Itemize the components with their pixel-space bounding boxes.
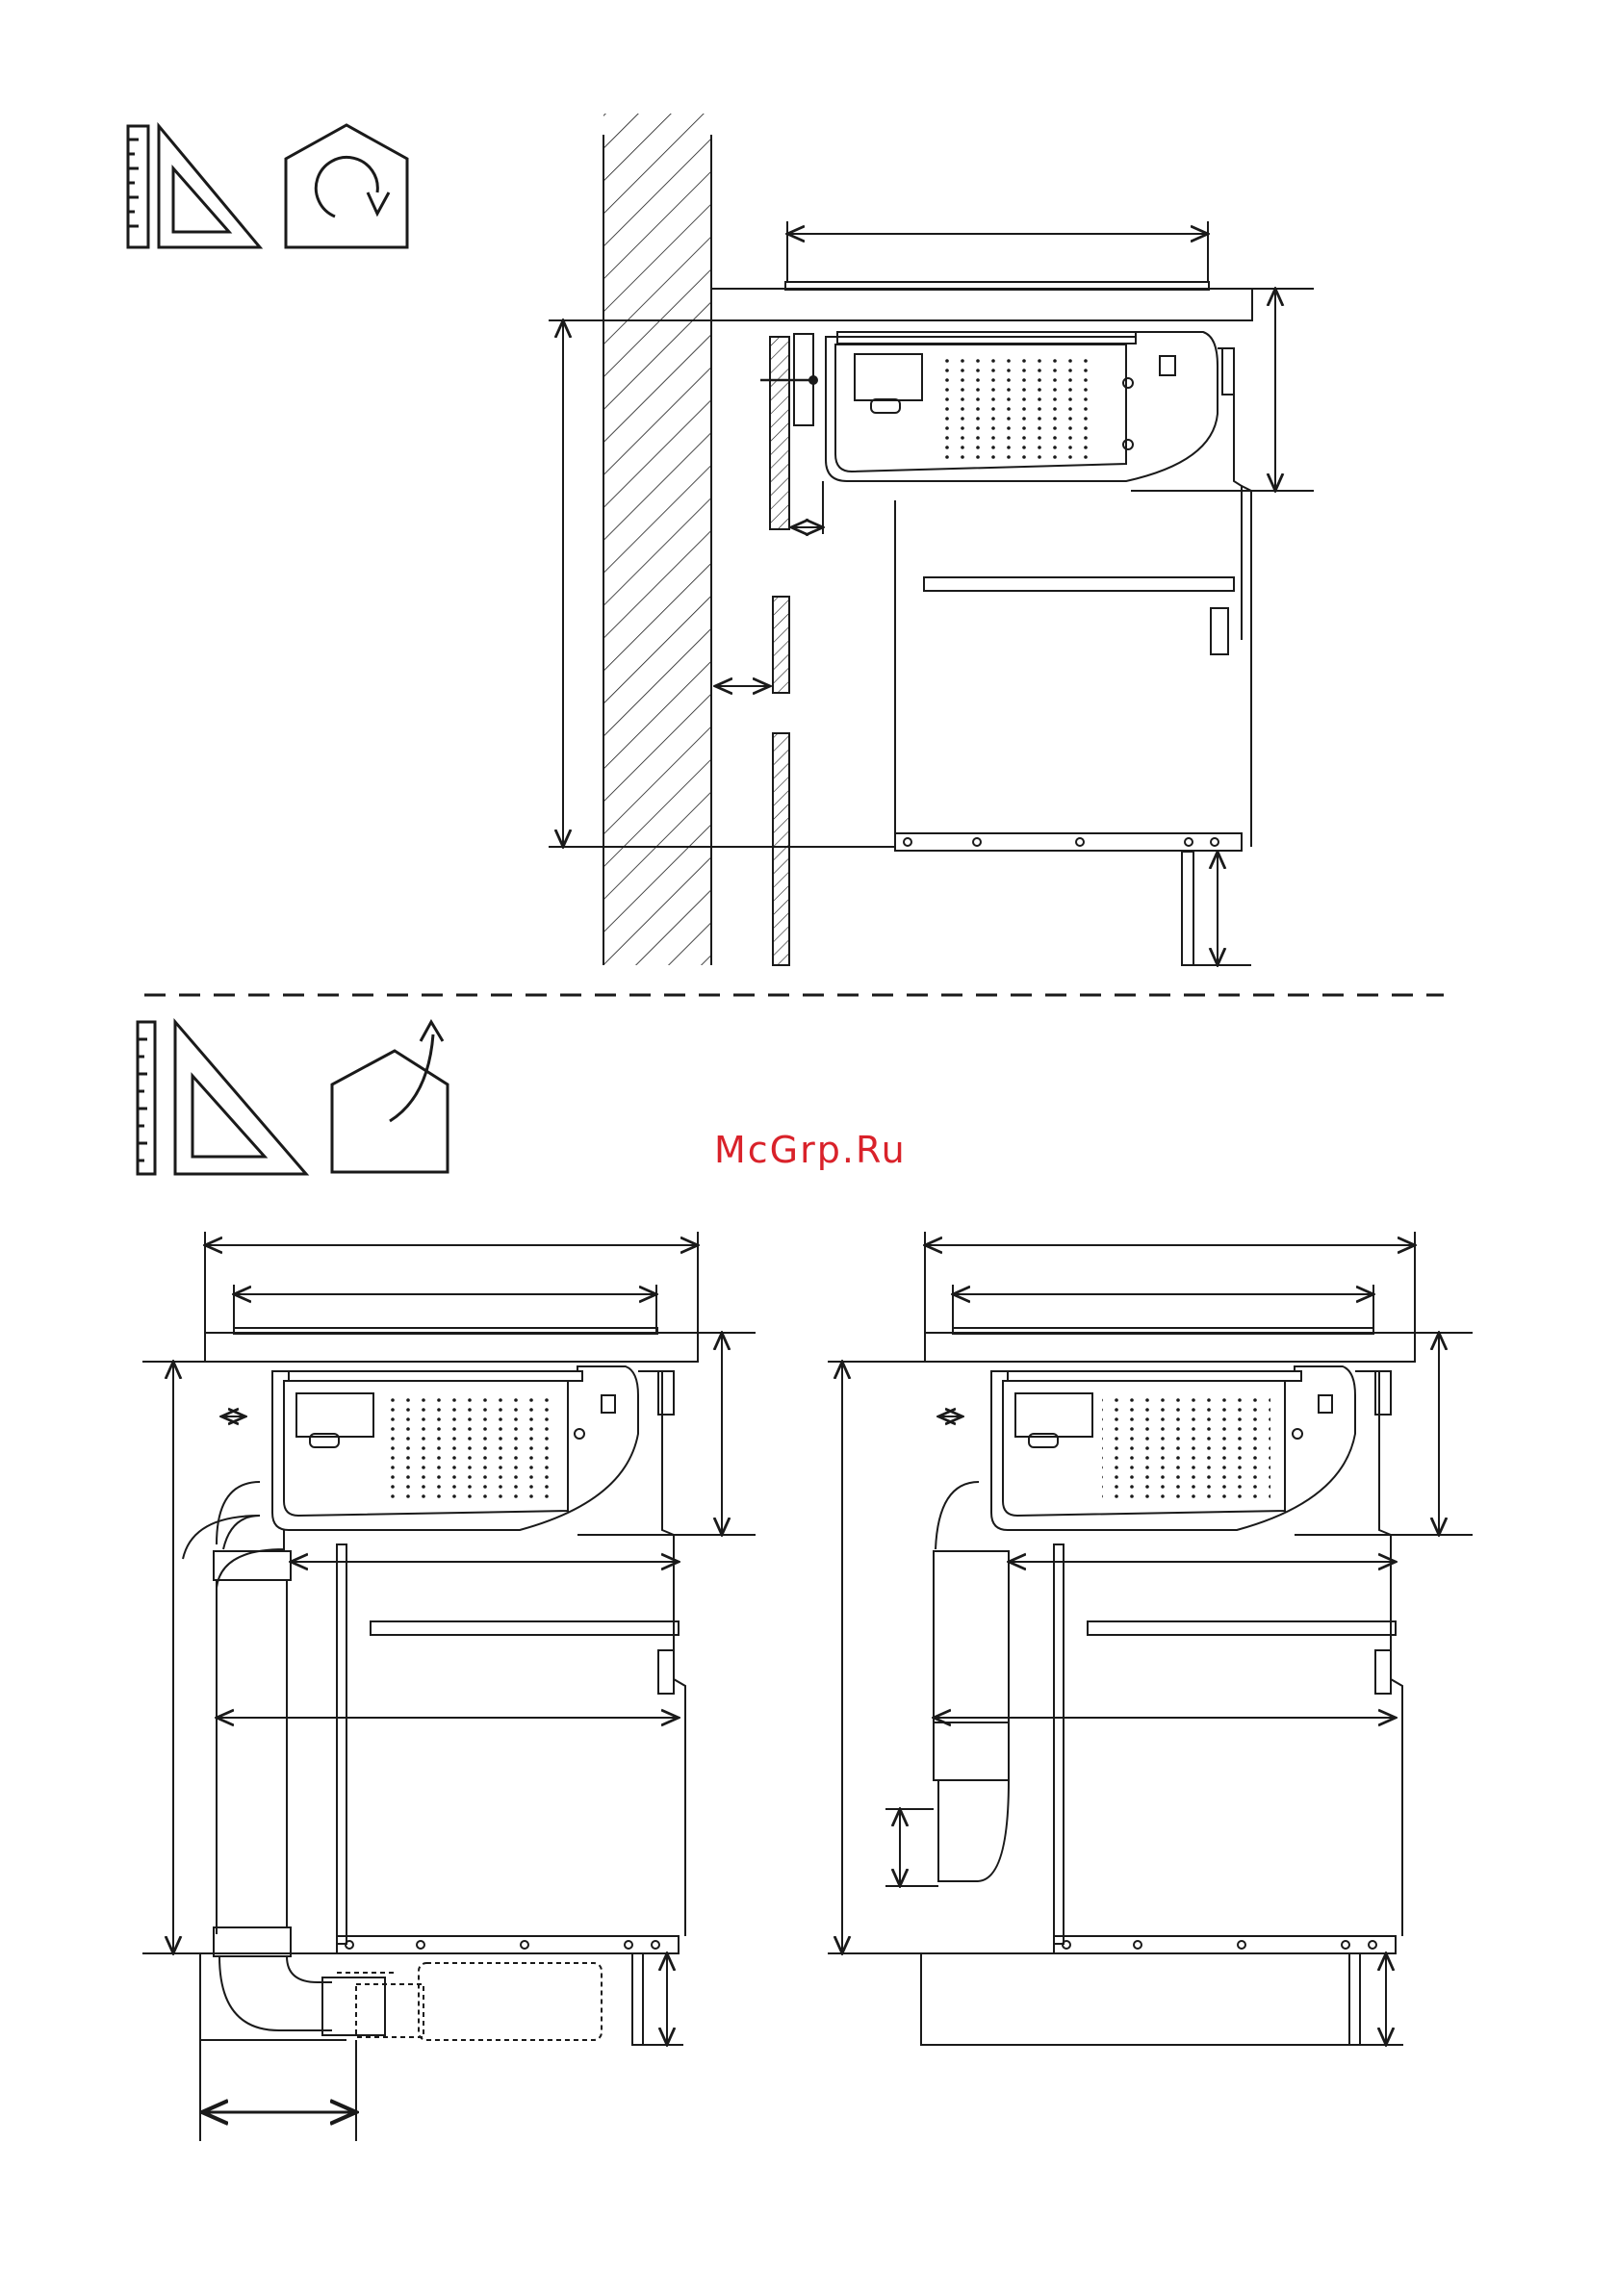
set-square-icon [175, 1022, 306, 1174]
air-duct [217, 1530, 284, 1934]
back-panel-lower [773, 733, 789, 965]
hob-extractor-unit [272, 1366, 638, 1530]
section-extraction-icons [138, 1022, 448, 1174]
watermark-text: McGrp.Ru [714, 1126, 907, 1174]
ruler-icon [138, 1022, 155, 1174]
bottom-left-diagram [142, 1232, 756, 2141]
worktop [711, 289, 1252, 320]
plinth [1182, 852, 1193, 965]
section-recirculation-icons [128, 125, 407, 247]
drawer-rail [1088, 1621, 1396, 1635]
plinth [1349, 1953, 1360, 2045]
back-panel-upper [770, 337, 789, 529]
vent-grid [1102, 1395, 1270, 1501]
hob-extractor-unit [991, 1366, 1355, 1530]
worktop [205, 1333, 698, 1362]
wall-hatched [603, 114, 711, 965]
top-section-diagram [549, 114, 1314, 965]
vent-grid [383, 1395, 551, 1501]
bottom-right-diagram [828, 1232, 1473, 2045]
back-panel-mid [773, 597, 789, 693]
air-duct [936, 1482, 979, 1549]
drawer-rail [371, 1621, 679, 1635]
set-square-icon [159, 126, 260, 247]
ruler-icon [128, 126, 148, 247]
hob-extractor-unit [826, 332, 1218, 481]
worktop [925, 1333, 1415, 1362]
extraction-house-icon [332, 1022, 448, 1172]
vent-grid [938, 356, 1092, 462]
plinth [632, 1953, 643, 2045]
drawer-rail [924, 577, 1234, 591]
recirculation-house-icon [286, 125, 407, 247]
plinth-base [921, 1953, 1349, 2045]
